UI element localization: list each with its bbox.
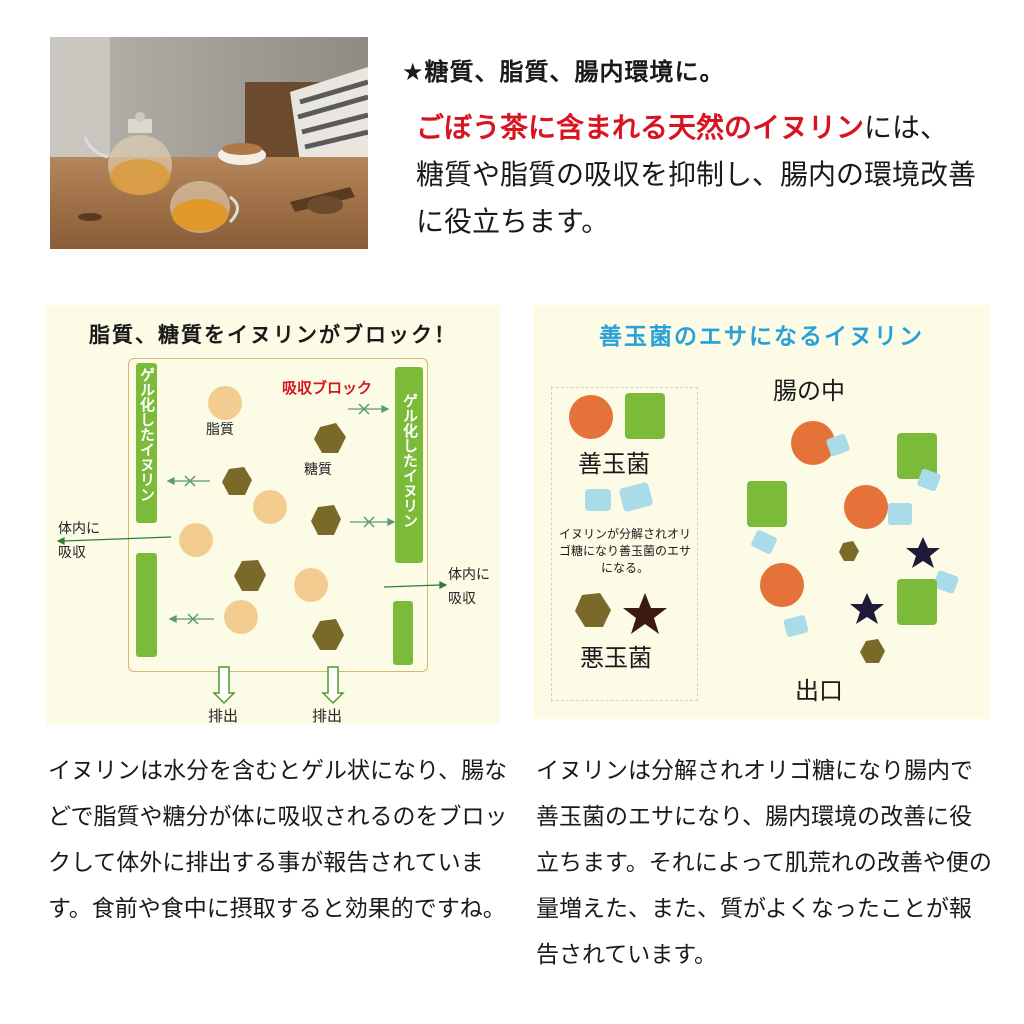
sugar-hex — [312, 619, 344, 650]
fat-circle — [253, 490, 287, 524]
bad-bacteria-hex — [839, 541, 859, 561]
intro-rest: には、糖質や脂質の吸収を抑制し、腸内の環境改善に役立ちます。 — [416, 111, 977, 238]
excrete-arrow — [212, 666, 236, 705]
intro-text: ごぼう茶に含まれる天然のイヌリンには、糖質や脂質の吸収を抑制し、腸内の環境改善に… — [416, 104, 976, 245]
gel-label-left: ゲル化したイヌリン — [138, 367, 156, 502]
intestine-label: 腸の中 — [773, 377, 845, 405]
excrete-label-right: 排出 — [312, 707, 343, 725]
bad-bacteria-hex — [860, 639, 885, 663]
sugar-hex — [234, 560, 266, 591]
fat-circle — [224, 600, 258, 634]
bad-bacteria-star — [906, 537, 940, 568]
good-bacteria-circle — [791, 421, 835, 465]
good-bacteria-circle — [844, 485, 888, 529]
good-bacteria-square — [897, 579, 937, 625]
sugar-hex — [314, 423, 346, 453]
bad-bacteria-star — [850, 593, 884, 624]
bad-bacteria-hex — [575, 593, 611, 627]
left-paragraph: イヌリンは水分を含むとゲル状になり、腸などで脂質や糖分が体に吸収されるのをブロッ… — [48, 758, 508, 922]
gel-bar-right-bottom — [393, 601, 413, 665]
oligo-sugar — [888, 503, 912, 525]
fat-circle — [294, 568, 328, 602]
oligo-sugar — [619, 482, 653, 512]
sugar-hex — [222, 467, 252, 495]
legend-note: イヌリンが分解されオリゴ糖になり善玉菌のエサになる。 — [558, 527, 691, 575]
absorb-arrow-right — [383, 584, 441, 588]
bacteria-diagram — [569, 393, 959, 663]
main-heading: ★糖質、脂質、腸内環境に。 — [402, 58, 725, 86]
absorb-label-left: 体内に吸収 — [58, 521, 100, 561]
oligo-sugar — [585, 489, 611, 511]
oligo-sugar — [826, 433, 850, 457]
diagram-shapes — [56, 386, 448, 705]
excrete-arrow — [321, 666, 345, 705]
intro-highlight: ごぼう茶に含まれる天然のイヌリン — [416, 111, 865, 144]
good-bacteria-circle — [569, 395, 613, 439]
good-bacteria-label: 善玉菌 — [578, 450, 650, 478]
exit-label: 出口 — [795, 677, 843, 705]
right-panel-title: 善玉菌のエサになるイヌリン — [599, 324, 924, 350]
intestine-box — [128, 358, 428, 672]
fat-label: 脂質 — [206, 422, 234, 438]
oligo-sugar — [917, 468, 941, 492]
right-paragraph: イヌリンは分解されオリゴ糖になり腸内で善玉菌のエサになり、腸内環境の改善に役立ち… — [536, 758, 992, 968]
fat-sugar-block-panel: 脂質、糖質をイヌリンがブロック！ ゲル化したイヌリン ゲル化したイヌリン 吸収ブ… — [46, 305, 500, 725]
gel-bar-right-top: ゲル化したイヌリン — [395, 367, 423, 563]
oligo-sugar — [783, 615, 809, 637]
absorb-label-right: 体内に吸収 — [448, 567, 490, 607]
gel-bar-left-top: ゲル化したイヌリン — [136, 363, 157, 523]
left-panel-title: 脂質、糖質をイヌリンがブロック！ — [89, 323, 457, 347]
excrete-label-left: 排出 — [208, 707, 239, 725]
legend-box: 善玉菌 イヌリンが分解されオリゴ糖になり善玉菌のエサになる。 悪玉菌 — [551, 387, 698, 701]
sugar-label: 糖質 — [304, 462, 332, 478]
bad-bacteria-label: 悪玉菌 — [580, 644, 652, 672]
oligo-sugar — [933, 570, 959, 594]
sugar-hex — [311, 505, 341, 535]
absorb-arrow-left — [63, 536, 172, 542]
fat-circle — [208, 386, 242, 420]
oligo-sugar — [751, 530, 777, 554]
good-bacteria-square — [625, 393, 665, 439]
bad-bacteria-star — [623, 593, 667, 634]
absorb-block-label: 吸収ブロック — [282, 379, 373, 397]
gel-bar-left-bottom — [136, 553, 157, 657]
good-bacteria-panel: 善玉菌のエサになるイヌリン 善玉菌 イヌリンが分解されオリゴ糖になり善玉菌のエサ… — [533, 305, 990, 719]
fat-circle — [179, 523, 213, 557]
gel-label-right: ゲル化したイヌリン — [401, 393, 419, 528]
good-bacteria-square — [897, 433, 937, 479]
good-bacteria-square — [747, 481, 787, 527]
good-bacteria-circle — [760, 563, 804, 607]
tea-photo — [50, 37, 369, 249]
